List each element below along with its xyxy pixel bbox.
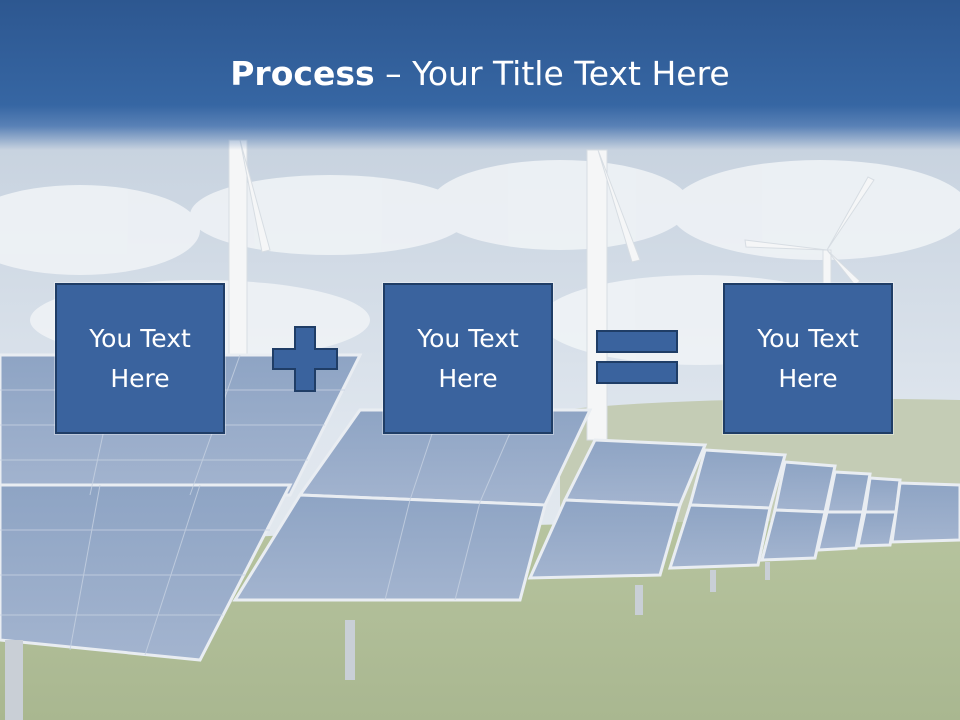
process-box-1[interactable]: You Text Here (55, 283, 225, 434)
slide-title[interactable]: Process – Your Title Text Here (0, 52, 960, 96)
process-box-1-line2: Here (110, 363, 170, 393)
process-box-3-line2: Here (778, 363, 838, 393)
process-box-2[interactable]: You Text Here (383, 283, 553, 434)
process-box-1-line1: You Text (89, 323, 191, 353)
process-box-2-line1: You Text (417, 323, 519, 353)
title-bar (0, 0, 960, 150)
title-bold-text: Process (230, 54, 375, 93)
title-rest-text: – Your Title Text Here (374, 54, 730, 93)
plus-icon[interactable] (272, 326, 338, 392)
process-box-3[interactable]: You Text Here (723, 283, 893, 434)
process-box-2-line2: Here (438, 363, 498, 393)
process-box-3-line1: You Text (757, 323, 859, 353)
equals-icon[interactable] (596, 329, 678, 385)
